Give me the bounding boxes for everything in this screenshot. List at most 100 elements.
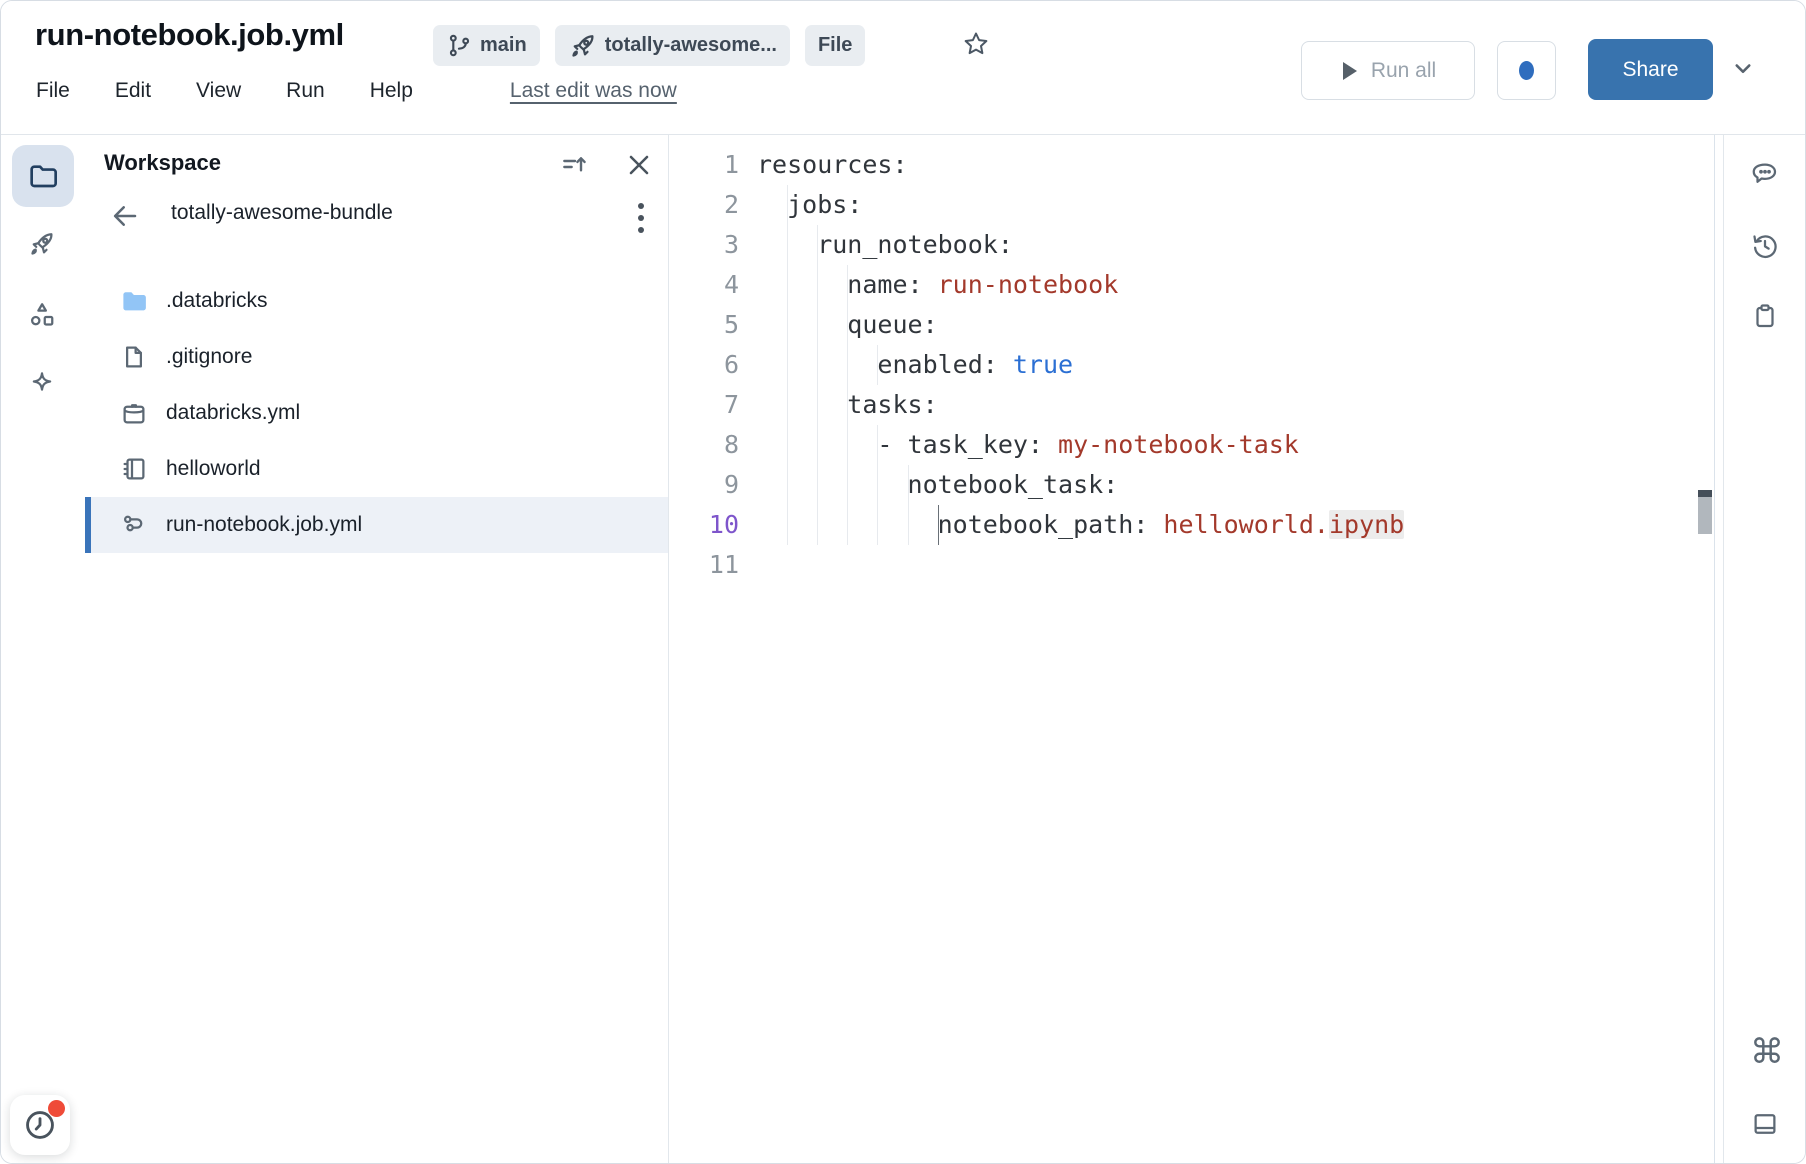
indent-guide [787, 425, 789, 465]
code-content: jobs: [757, 185, 1714, 225]
clock-icon [22, 1100, 65, 1143]
indent-guide [877, 505, 879, 545]
indent-guide [817, 345, 819, 385]
code-content: tasks: [757, 385, 1714, 425]
code-line: 6 enabled: true [669, 345, 1714, 385]
code-token: notebook_task: [757, 470, 1119, 499]
code-line: 4 name: run-notebook [669, 265, 1714, 305]
indent-guide [907, 505, 909, 545]
panel-button-clipboard[interactable] [1750, 301, 1780, 331]
panel-button-history[interactable] [1750, 231, 1780, 261]
git-branch-icon [446, 32, 473, 59]
code-token: run_notebook: [757, 230, 1013, 259]
page-title: run-notebook.job.yml [35, 17, 344, 52]
indent-guide [787, 185, 789, 225]
recents-button[interactable] [10, 1095, 70, 1155]
compute-status-button[interactable] [1497, 41, 1556, 100]
file-row[interactable]: databricks.yml [85, 385, 668, 441]
right-sidebar: ⌘ [1723, 134, 1805, 1163]
close-icon[interactable] [623, 149, 655, 181]
sidebar-item-workspace[interactable] [12, 145, 74, 207]
line-number: 7 [723, 390, 739, 419]
file-name: run-notebook.job.yml [166, 513, 363, 536]
badge-main[interactable]: main [433, 25, 540, 66]
menu-item-edit[interactable]: Edit [114, 79, 152, 102]
code-token: resources: [757, 150, 908, 179]
command-icon: ⌘ [1750, 1032, 1784, 1072]
code-token: helloworld. [1163, 510, 1329, 539]
menu-bar: File Edit View Run Help Last edit was now [36, 79, 677, 103]
code-token: my-notebook-task [1058, 430, 1299, 459]
badge-label: main [480, 34, 527, 56]
menu-item-help[interactable]: Help [369, 79, 413, 102]
chevron-down-icon[interactable] [1728, 53, 1758, 83]
file-icon [119, 342, 149, 372]
back-arrow-icon[interactable] [109, 200, 141, 232]
kebab-menu-icon[interactable] [623, 196, 659, 240]
line-number: 2 [723, 190, 739, 219]
left-sidebar [1, 134, 86, 1163]
last-edit-link[interactable]: Last edit was now [509, 79, 677, 102]
indent-guide [847, 425, 849, 465]
code-line: 2 jobs: [669, 185, 1714, 225]
editor-edge-divider [1714, 134, 1715, 1163]
line-number: 6 [723, 350, 739, 379]
run-all-button[interactable]: Run all [1301, 41, 1475, 100]
file-name: .databricks [166, 289, 268, 312]
panel-button-command[interactable]: ⌘ [1750, 1032, 1784, 1072]
line-number: 5 [723, 310, 739, 339]
share-button[interactable]: Share [1588, 39, 1713, 100]
line-number: 8 [723, 430, 739, 459]
file-row[interactable]: run-notebook.job.yml [85, 497, 668, 553]
indent-guide [787, 465, 789, 505]
indent-guide [817, 225, 819, 265]
sort-icon[interactable] [559, 149, 591, 181]
panel-button-comment[interactable] [1750, 159, 1780, 189]
breadcrumb[interactable]: totally-awesome-bundle [171, 201, 393, 224]
scrollbar-thumb[interactable] [1698, 497, 1712, 534]
badge-file[interactable]: File [804, 25, 866, 66]
file-row[interactable]: .gitignore [85, 329, 668, 385]
workflow-icon [119, 510, 149, 540]
sparkle-icon [27, 369, 57, 399]
badge-group: main totally-awesome... File [433, 25, 866, 66]
file-name: helloworld [166, 457, 261, 480]
line-number: 9 [723, 470, 739, 499]
code-line: 11 [669, 545, 1714, 585]
indent-guide [847, 465, 849, 505]
menu-item-view[interactable]: View [196, 79, 242, 102]
indent-guide [817, 505, 819, 545]
code-line: 9 notebook_task: [669, 465, 1714, 505]
indent-guide [787, 225, 789, 265]
file-row[interactable]: .databricks [85, 273, 668, 329]
sidebar-item-shapes[interactable] [27, 299, 57, 329]
code-content: name: run-notebook [757, 265, 1714, 305]
code-line: 10 notebook_path: helloworld.ipynb [669, 505, 1714, 545]
rocket-icon [568, 31, 598, 61]
indent-guide [847, 305, 849, 345]
clipboard-icon [1750, 301, 1780, 331]
badge-label: File [817, 34, 853, 56]
panel-button-panel-bottom[interactable] [1750, 1109, 1780, 1139]
favorite-star-icon[interactable] [961, 29, 991, 59]
badge-totally-awesome-[interactable]: totally-awesome... [554, 25, 790, 66]
sidebar-item-rocket[interactable] [27, 229, 57, 259]
indent-guide [877, 345, 879, 385]
bundle-icon [119, 398, 149, 428]
code-token: - task_key: [757, 430, 1059, 459]
file-row[interactable]: helloworld [85, 441, 668, 497]
code-content: notebook_task: [757, 465, 1714, 505]
code-token: notebook_path: [757, 510, 1164, 539]
indent-guide [787, 265, 789, 305]
code-token: queue: [757, 310, 938, 339]
workspace-title: Workspace [104, 150, 221, 175]
indent-guide [817, 265, 819, 305]
sidebar-item-sparkle[interactable] [27, 369, 57, 399]
shapes-icon [27, 299, 57, 329]
menu-item-file[interactable]: File [36, 79, 70, 102]
menu-item-run[interactable]: Run [286, 79, 325, 102]
indent-guide [847, 385, 849, 425]
